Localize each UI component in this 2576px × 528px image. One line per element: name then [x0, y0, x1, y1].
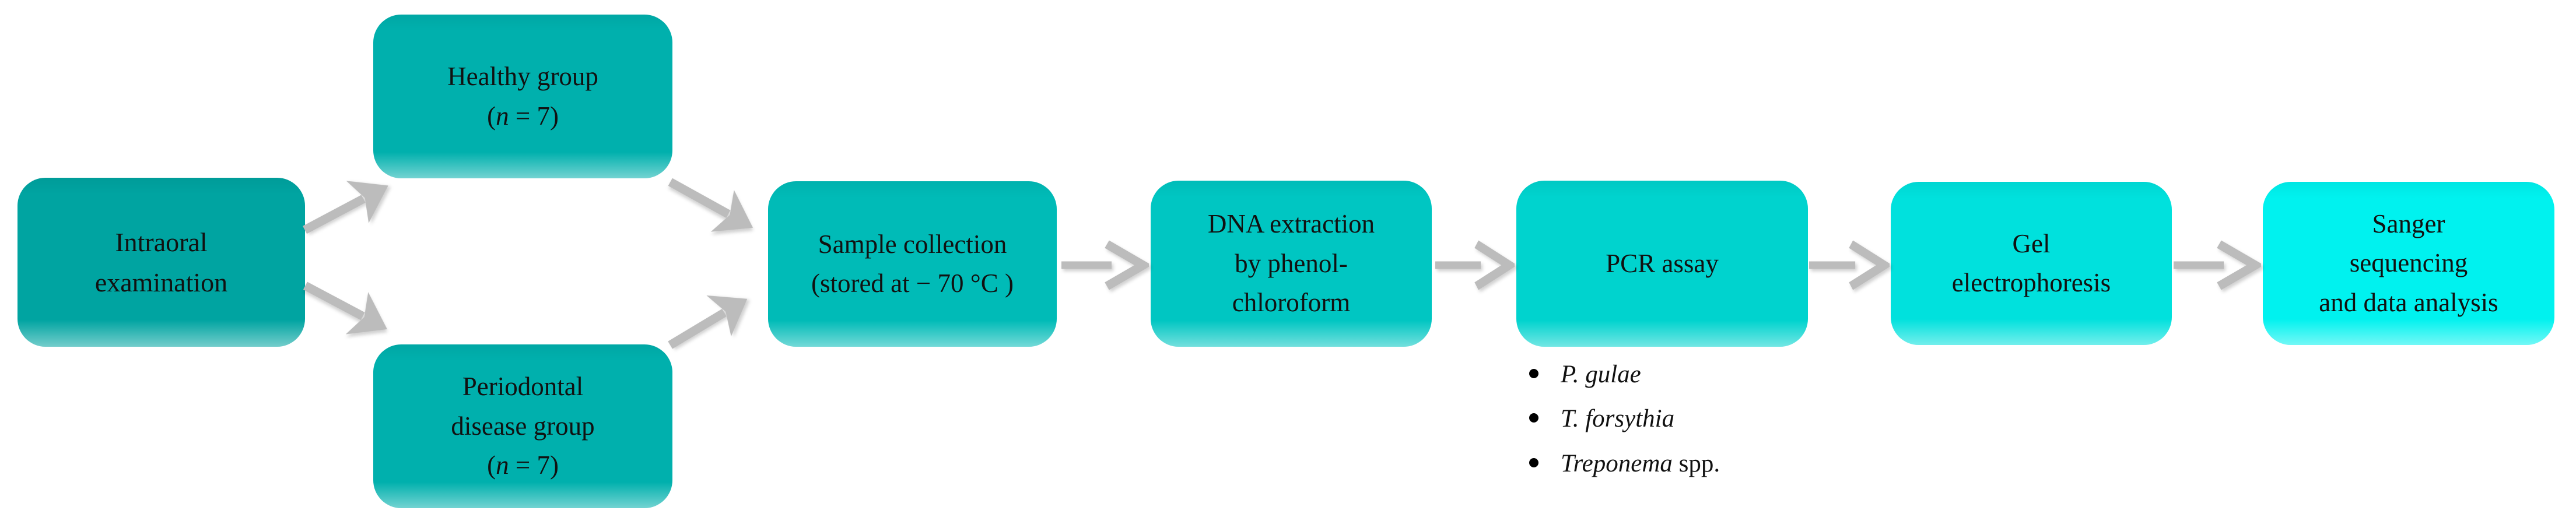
step-label: Healthy group(n = 7): [447, 62, 598, 131]
bullet-icon: [1529, 369, 1538, 378]
arrow-gel-to-sanger-icon: [2174, 239, 2261, 291]
arrow-pcr-to-gel-icon: [1809, 239, 1890, 291]
pcr-target-item: P. gulae: [1529, 360, 1720, 389]
arrow-intraoral-to-periodontal-icon: [293, 262, 400, 353]
arrow-sample-to-dna-icon: [1061, 239, 1149, 291]
arrow-periodontal-to-sample-icon: [657, 276, 762, 367]
arrow-dna-to-pcr-icon: [1435, 239, 1515, 291]
pcr-target-label: T. forsythia: [1561, 405, 1675, 433]
step-label: Sample collection(stored at − 70 °C ): [811, 229, 1014, 298]
bullet-icon: [1529, 413, 1538, 423]
step-label: PCR assay: [1606, 248, 1719, 278]
pcr-target-label: Treponema spp.: [1561, 449, 1720, 477]
pcr-target-label: P. gulae: [1561, 361, 1641, 388]
step-healthy-group: Healthy group(n = 7): [373, 15, 672, 178]
pcr-target-item: T. forsythia: [1529, 404, 1720, 433]
step-pcr-assay: PCR assay: [1516, 181, 1808, 347]
arrow-intraoral-to-healthy-icon: [292, 162, 401, 253]
step-sample-collection: Sample collection(stored at − 70 °C ): [768, 181, 1057, 347]
arrow-healthy-to-sample-icon: [657, 159, 766, 251]
bullet-icon: [1529, 457, 1538, 467]
pcr-target-item: Treponema spp.: [1529, 449, 1720, 478]
